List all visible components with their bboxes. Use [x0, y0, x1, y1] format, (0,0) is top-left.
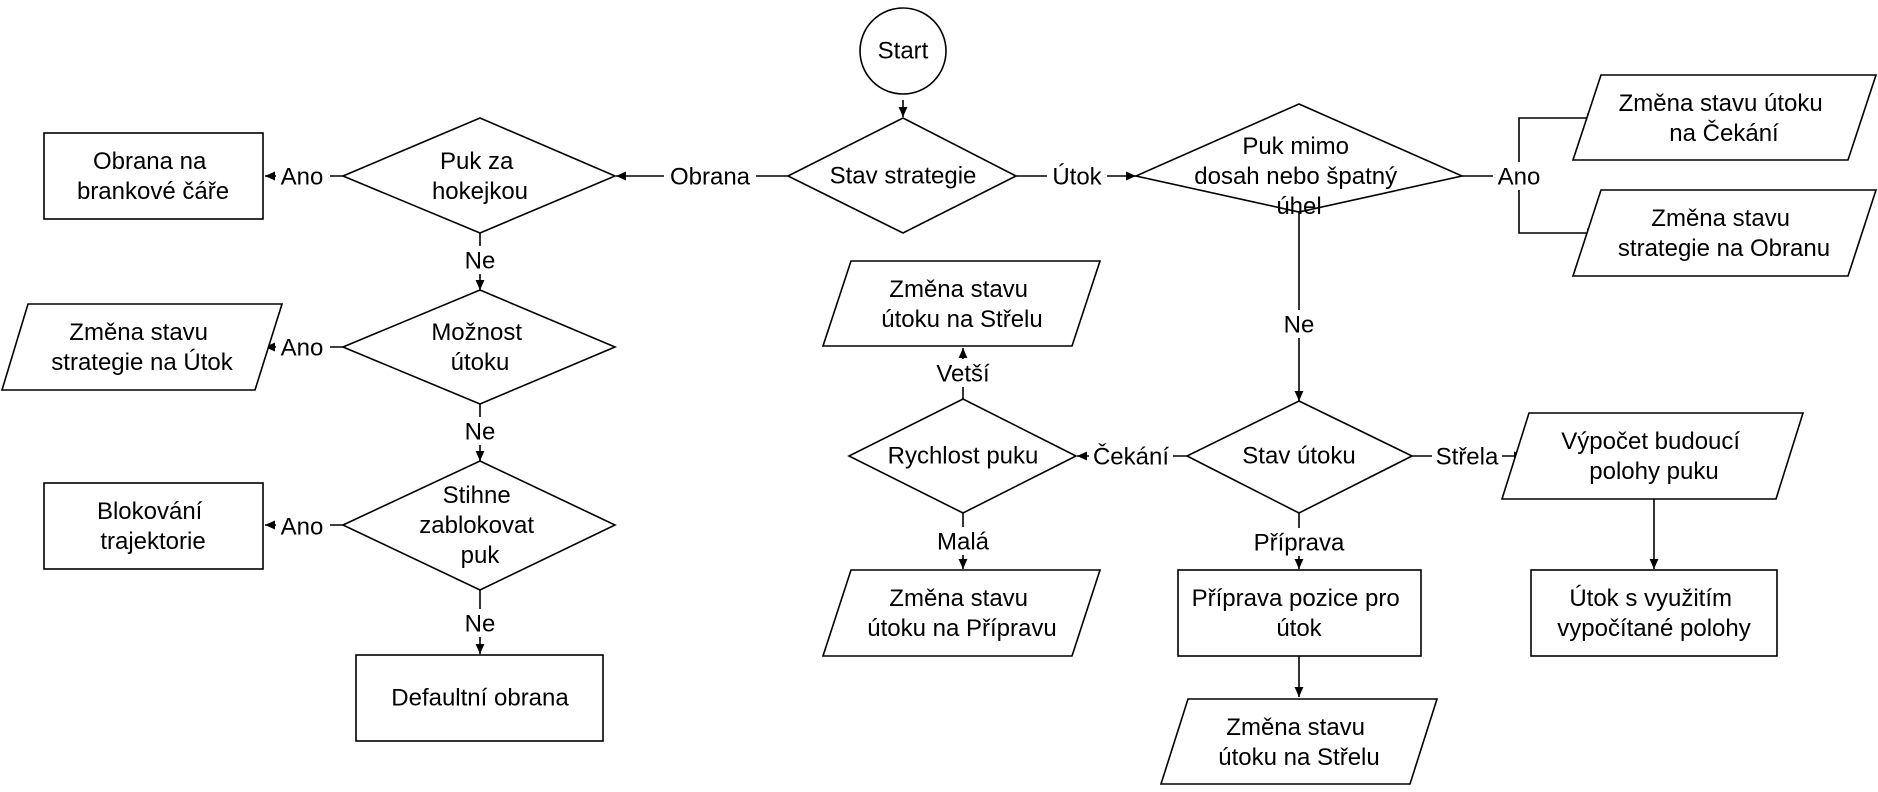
process-defaultni-obrana-label: Defaultní obrana: [391, 685, 569, 712]
svg-text:Ano: Ano: [281, 514, 324, 541]
svg-text:Ano: Ano: [281, 164, 324, 191]
io-zmena-utoku-cekani: Změna stavu útoku na Čekání: [1571, 74, 1878, 161]
decision-stav-utoku: Stav útoku: [1185, 400, 1414, 514]
process-utok-s-vyuzitim-label: Útok s využitím vypočítané polohy: [1557, 585, 1750, 642]
process-defaultni-obrana: Defaultní obrana: [355, 654, 604, 742]
io-zmena-utoku-strelu-bottom: Změna stavu útoku na Střelu: [1159, 698, 1439, 785]
svg-text:Čekání: Čekání: [1093, 443, 1169, 471]
decision-stav-strategie-label: Stav strategie: [830, 163, 977, 190]
decision-stav-strategie: Stav strategie: [786, 117, 1018, 234]
edge-label-strela: Střela: [1432, 442, 1502, 471]
svg-text:Malá: Malá: [937, 529, 990, 556]
edge-label-cekani: Čekání: [1089, 442, 1173, 471]
edge-label-ne-puk-za: Ne: [460, 246, 500, 275]
edge-label-ano-moznost: Ano: [276, 333, 330, 362]
io-zmena-utoku-pripravu: Změna stavu útoku na Přípravu: [821, 569, 1102, 657]
edge-label-ne-moznost: Ne: [460, 417, 500, 446]
io-zmena-utoku-strelu-top: Změna stavu útoku na Střelu: [821, 260, 1102, 347]
io-zmena-utoku-cekani-label: Změna stavu útoku na Čekání: [1619, 90, 1830, 147]
process-obrana-na-brankove-care-label: Obrana na brankové čáře: [77, 148, 229, 205]
decision-stav-utoku-label: Stav útoku: [1242, 443, 1355, 470]
edge-ano-to-cekani: [1518, 113, 1597, 176]
io-zmena-utoku-strelu-top-label: Změna stavu útoku na Střelu: [881, 276, 1042, 333]
io-zmena-strategie-utok-label: Změna stavu strategie na Útok: [51, 319, 233, 376]
edge-label-ano-puk-mimo: Ano: [1493, 162, 1547, 191]
decision-rychlost-puku-label: Rychlost puku: [888, 443, 1039, 470]
edge-label-mala: Malá: [933, 527, 993, 556]
io-zmena-strategie-obrana-label: Změna stavu strategie na Obranu: [1618, 205, 1830, 262]
edge-label-ne-puk-mimo: Ne: [1279, 310, 1319, 339]
edge-ano-to-obrana: [1518, 176, 1597, 238]
process-obrana-na-brankove-care: Obrana na brankové čáře: [43, 132, 264, 220]
nodes: Start Stav strategie Puk za hokejkou Obr…: [0, 7, 1878, 785]
svg-text:Ano: Ano: [281, 335, 324, 362]
edge-label-priprava: Příprava: [1245, 528, 1353, 557]
process-blokovani-trajektorie: Blokování trajektorie: [43, 482, 264, 570]
process-blokovani-trajektorie-label: Blokování trajektorie: [97, 498, 209, 555]
svg-text:Útok: Útok: [1052, 164, 1102, 191]
io-zmena-strategie-utok: Změna stavu strategie na Útok: [0, 303, 284, 391]
decision-rychlost-puku: Rychlost puku: [847, 398, 1078, 514]
svg-text:Ne: Ne: [465, 611, 496, 638]
svg-text:Ne: Ne: [1284, 312, 1315, 339]
edge-label-obrana: Obrana: [664, 162, 756, 191]
process-priprava-pozice-label: Příprava pozice pro útok: [1192, 585, 1407, 642]
io-zmena-strategie-obrana: Změna stavu strategie na Obranu: [1571, 189, 1878, 277]
io-zmena-utoku-strelu-bottom-label: Změna stavu útoku na Střelu: [1218, 714, 1379, 771]
svg-text:Obrana: Obrana: [670, 164, 751, 191]
svg-text:Vetší: Vetší: [936, 361, 990, 388]
decision-puk-za-hokejkou-label: Puk za hokejkou: [432, 148, 528, 205]
edge-labels: Obrana Útok Ano Ne Ano Ne Ano Ne: [276, 162, 1547, 638]
decision-stihne-zablokovat-label: Stihne zablokovat puk: [419, 482, 540, 569]
edge-label-ano-stihne: Ano: [276, 512, 330, 541]
process-priprava-pozice: Příprava pozice pro útok: [1177, 569, 1422, 657]
edge-label-utok: Útok: [1047, 162, 1107, 191]
svg-text:Ne: Ne: [465, 248, 496, 275]
io-vypocet-budouci-polohy-label: Výpočet budoucí polohy puku: [1561, 428, 1746, 485]
svg-text:Příprava: Příprava: [1254, 530, 1345, 557]
edge-label-ano-puk-za: Ano: [276, 162, 330, 191]
process-utok-s-vyuzitim: Útok s využitím vypočítané polohy: [1530, 569, 1778, 657]
io-zmena-utoku-pripravu-label: Změna stavu útoku na Přípravu: [867, 585, 1056, 642]
decision-moznost-utoku-label: Možnost útoku: [431, 319, 528, 376]
decision-puk-mimo-dosah: Puk mimo dosah nebo špatný úhel: [1133, 103, 1465, 220]
svg-text:Střela: Střela: [1436, 444, 1499, 471]
start-node: Start: [859, 7, 947, 95]
decision-puk-za-hokejkou: Puk za hokejkou: [340, 117, 618, 234]
edge-label-ne-stihne: Ne: [460, 609, 500, 638]
svg-text:Ano: Ano: [1498, 164, 1541, 191]
decision-moznost-utoku: Možnost útoku: [340, 289, 618, 405]
decision-stihne-zablokovat: Stihne zablokovat puk: [341, 460, 617, 591]
decision-puk-mimo-dosah-label: Puk mimo dosah nebo špatný úhel: [1194, 133, 1404, 220]
start-node-label: Start: [878, 38, 929, 65]
svg-text:Ne: Ne: [465, 419, 496, 446]
edge-label-vetsi: Vetší: [931, 359, 995, 388]
io-vypocet-budouci-polohy: Výpočet budoucí polohy puku: [1500, 412, 1805, 500]
